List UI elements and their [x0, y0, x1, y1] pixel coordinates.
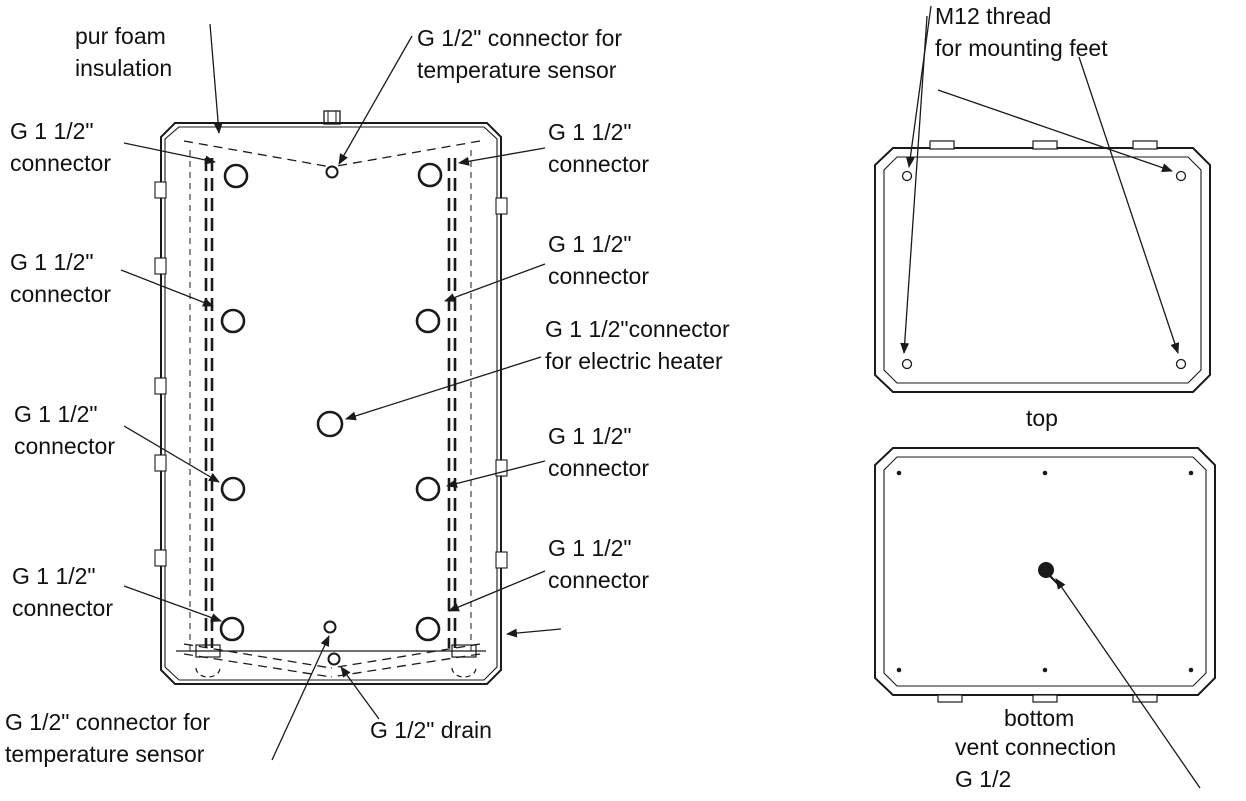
connector-circles	[219, 162, 443, 666]
label-g112-right-2: G 1 1/2" connector	[548, 231, 650, 289]
label-g112-right-4: G 1 1/2" connector	[548, 535, 650, 593]
bottom-view-outer	[874, 447, 1216, 696]
front-view-leaders	[120, 23, 562, 761]
front-view	[120, 23, 562, 761]
leader-g112-right-3	[446, 460, 546, 488]
leader-g112-right-4	[448, 570, 546, 612]
connector-left-4	[219, 616, 245, 642]
connector-right-2	[415, 308, 441, 334]
label-g112-left-2: G 1 1/2" connector	[10, 249, 112, 307]
connector-left-2	[220, 308, 246, 334]
dished-head-seams	[183, 140, 481, 678]
label-temp-sensor-top: G 1/2" connector for temperature sensor	[417, 25, 623, 83]
label-electric-heater: G 1 1/2"connector for electric heater	[545, 316, 730, 374]
m12-thread-top-left	[901, 170, 913, 182]
top-view-outer	[874, 147, 1211, 393]
tank-inner-shell	[164, 126, 498, 681]
bottom-view-inner	[883, 456, 1207, 687]
leader-electric-heater	[345, 356, 542, 421]
m12-thread-bottom-left	[901, 358, 913, 370]
m12-thread-bottom-right	[1175, 358, 1187, 370]
label-g112-left-1: G 1 1/2" connector	[10, 118, 112, 176]
top-view-tabs	[929, 140, 1158, 150]
m12-leaders	[900, 5, 1180, 354]
bottom-view-tabs	[937, 694, 1158, 703]
connector-left-1	[223, 163, 249, 189]
label-g112-left-4: G 1 1/2" connector	[12, 563, 114, 621]
connector-right-1	[417, 162, 443, 188]
connector-drain	[327, 652, 341, 666]
connector-temp-sensor-bottom	[323, 620, 337, 634]
label-g112-left-3: G 1 1/2" connector	[14, 401, 116, 459]
tank-outer-shell	[160, 122, 502, 685]
connector-temp-sensor-top	[325, 165, 339, 179]
leader-temp-sensor-bottom	[271, 635, 330, 761]
leader-drain	[340, 666, 380, 720]
connector-electric-heater	[316, 410, 344, 438]
label-temp-sensor-bottom: G 1/2" connector for temperature sensor	[5, 709, 211, 767]
label-drain: G 1/2" drain	[370, 717, 492, 743]
insulation-dashed-lines	[189, 150, 472, 655]
edge-ticks	[154, 181, 508, 569]
label-vent-connection: vent connection G 1/2	[955, 734, 1117, 792]
connector-right-4	[415, 616, 441, 642]
connector-left-3	[220, 476, 246, 502]
bottom-frame	[176, 644, 486, 678]
leader-g112-left-3	[123, 425, 220, 483]
caption-top: top	[1026, 405, 1058, 431]
top-view	[874, 5, 1211, 393]
label-g112-right-3: G 1 1/2" connector	[548, 423, 650, 481]
leader-pur-foam	[209, 23, 223, 134]
label-g112-right-1: G 1 1/2" connector	[548, 119, 650, 177]
leader-vent	[1055, 578, 1201, 789]
connector-right-3	[415, 476, 441, 502]
leader-g112-left-2	[120, 269, 214, 307]
bottom-view-corner-dots	[896, 470, 1194, 673]
label-pur-foam-insulation: pur foam insulation	[75, 23, 173, 81]
leader-temp-sensor-top	[338, 35, 413, 165]
label-m12-thread: M12 thread for mounting feet	[935, 3, 1108, 61]
mounting-feet-threads	[901, 170, 1187, 370]
vent-connection	[1038, 562, 1054, 578]
caption-bottom: bottom	[1004, 705, 1075, 731]
bottom-view	[874, 447, 1216, 789]
leader-g112-left-4	[123, 585, 222, 622]
leader-g112-right-2	[444, 263, 546, 302]
leader-g112-right-1	[458, 147, 546, 166]
m12-thread-top-right	[1175, 170, 1187, 182]
leader-g112-left-1	[123, 142, 216, 165]
top-stub	[323, 110, 341, 125]
leader-shell-right	[506, 628, 562, 638]
top-view-inner	[883, 156, 1202, 384]
